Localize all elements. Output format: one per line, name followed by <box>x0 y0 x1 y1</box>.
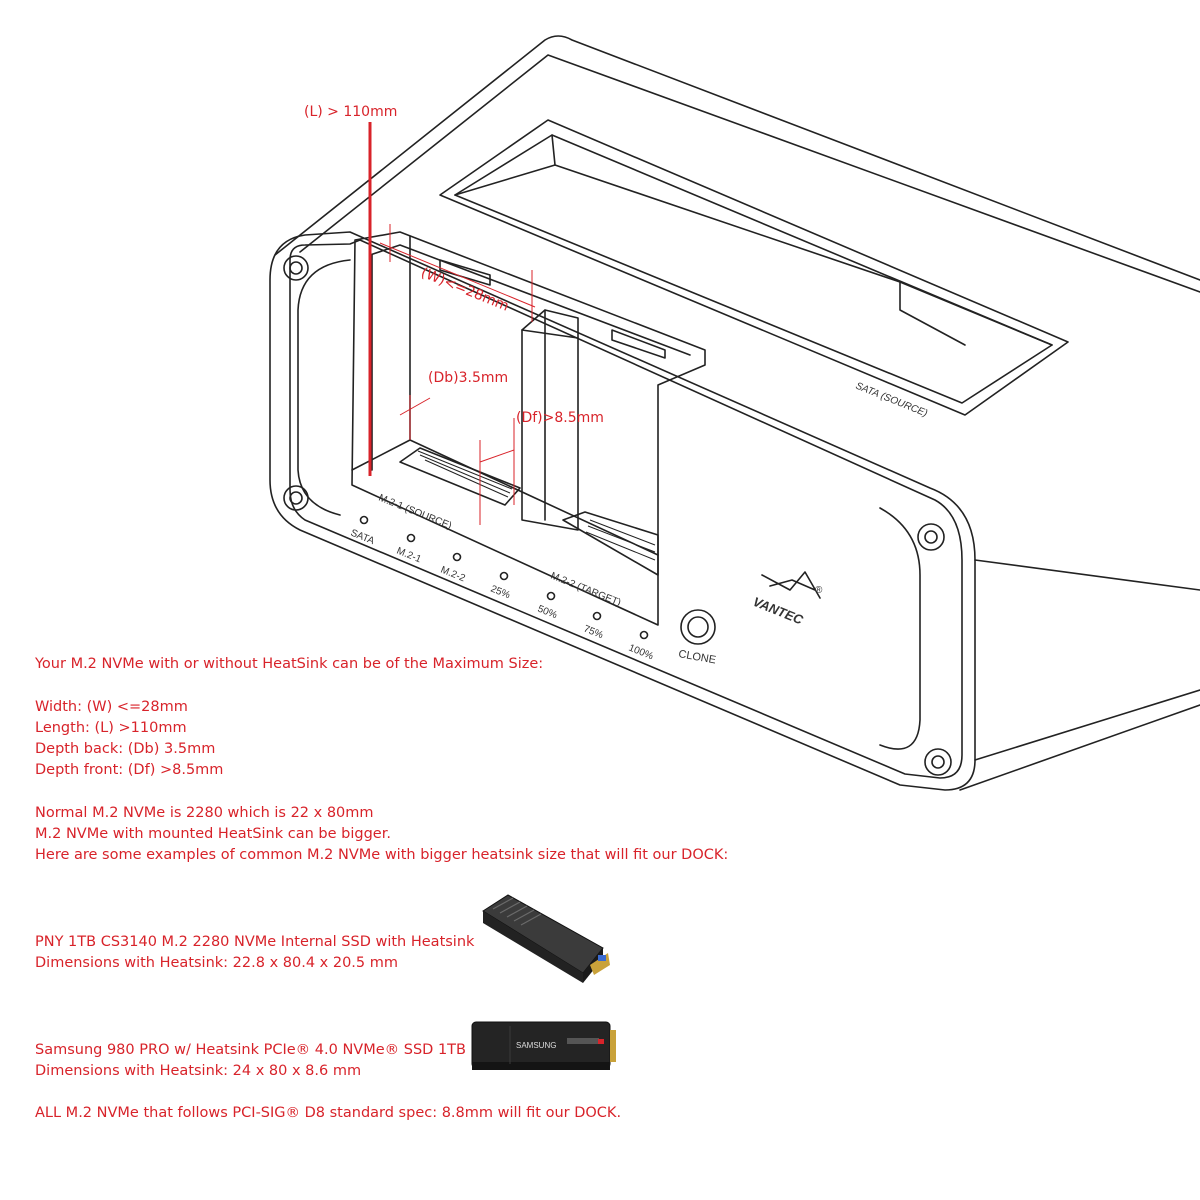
spec-depth-back: Depth back: (Db) 3.5mm <box>35 741 216 757</box>
spec-length: Length: (L) >110mm <box>35 720 187 736</box>
length-label: (L) > 110mm <box>304 104 397 120</box>
width-label: (W)<=28mm <box>419 265 512 315</box>
slot-label-m2-1: M.2-1 (SOURCE) <box>377 493 453 532</box>
samsung-brand-label: SAMSUNG <box>516 1041 556 1050</box>
registered-mark: ® <box>815 585 823 596</box>
intro-text: Your M.2 NVMe with or without HeatSink c… <box>35 656 544 672</box>
samsung-ssd-image: SAMSUNG <box>471 1021 616 1070</box>
led-label-100: 100% <box>627 643 655 663</box>
depth-back-dimension <box>399 395 431 440</box>
m2-1-connector <box>399 447 521 506</box>
dock-front-face <box>269 231 976 791</box>
slot-label-sata: SATA (SOURCE) <box>854 381 929 420</box>
clone-button <box>680 609 716 645</box>
example-samsung-dims: Dimensions with Heatsink: 24 x 80 x 8.6 … <box>35 1063 362 1079</box>
pny-ssd-image <box>482 894 610 983</box>
note-normal: Normal M.2 NVMe is 2280 which is 22 x 80… <box>35 805 374 821</box>
example-pny-dims: Dimensions with Heatsink: 22.8 x 80.4 x … <box>35 955 398 971</box>
footer-text: ALL M.2 NVMe that follows PCI-SIG® D8 st… <box>35 1105 622 1121</box>
note-examples: Here are some examples of common M.2 NVM… <box>35 847 729 863</box>
vantec-logo-mark <box>761 571 821 599</box>
bay-divider <box>521 309 579 531</box>
led-label-m2-2: M.2-2 <box>439 565 467 585</box>
vantec-brand: VANTEC <box>751 594 806 628</box>
note-heatsink: M.2 NVMe with mounted HeatSink can be bi… <box>35 826 391 842</box>
depth-back-label: (Db)3.5mm <box>428 370 508 386</box>
spec-width: Width: (W) <=28mm <box>35 699 188 715</box>
sata-tray-outline <box>439 119 1069 416</box>
clone-label: CLONE <box>677 648 716 666</box>
depth-front-dimension <box>479 418 515 525</box>
led-indicators <box>359 515 649 640</box>
led-label-m2-1: M.2-1 <box>395 546 423 566</box>
example-pny-name: PNY 1TB CS3140 M.2 2280 NVMe Internal SS… <box>35 934 475 950</box>
example-samsung-name: Samsung 980 PRO w/ Heatsink PCIe® 4.0 NV… <box>35 1042 466 1058</box>
width-dimension-line <box>379 242 536 308</box>
m2-bay-outline <box>351 231 706 626</box>
dock-top-back-edge <box>274 35 1200 281</box>
slot-label-m2-2: M.2-2 (TARGET) <box>549 571 623 609</box>
spec-depth-front: Depth front: (Df) >8.5mm <box>35 762 224 778</box>
depth-front-label: (Df)>8.5mm <box>516 410 604 426</box>
